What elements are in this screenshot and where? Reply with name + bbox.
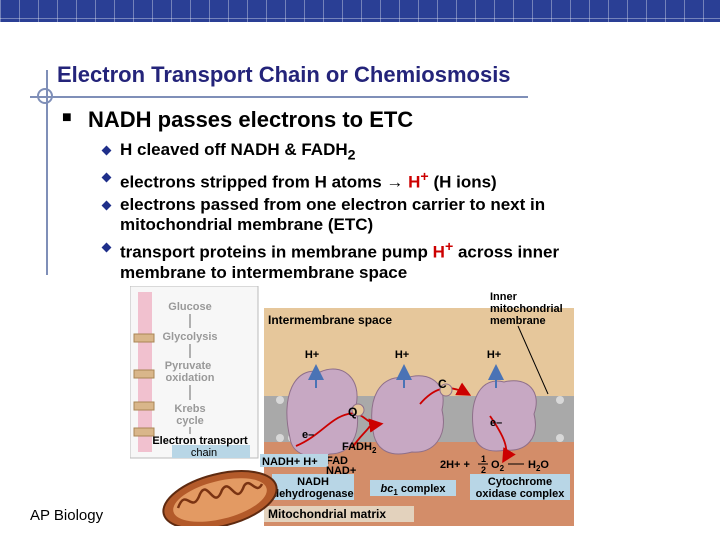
etc-diagram: Glucose Glycolysis Pyruvate oxidation Kr… bbox=[130, 286, 574, 526]
sidebar-glucose: Glucose bbox=[168, 301, 211, 313]
inner-membrane-pointer bbox=[517, 325, 549, 395]
intermembrane-space-label: Intermembrane space bbox=[268, 313, 392, 327]
matrix-label-box bbox=[264, 506, 414, 522]
electron-path-1 bbox=[295, 412, 384, 447]
sidebar-etc-2: chain bbox=[191, 447, 217, 459]
h-ion-label: H bbox=[408, 173, 421, 193]
matrix-label: Mitochondrial matrix bbox=[268, 507, 386, 521]
diamond-bullet-icon bbox=[101, 200, 112, 211]
sidebar-krebs-1: Krebs bbox=[174, 403, 205, 415]
sidebar-pyruvate-2: oxidation bbox=[166, 372, 215, 384]
two-h-label: 2H+ + bbox=[440, 459, 470, 471]
half-numerator: 1 bbox=[481, 454, 486, 464]
cytochrome-oxidase-box bbox=[470, 474, 570, 500]
diamond-bullet-icon bbox=[101, 145, 112, 156]
electron-label-2: e– bbox=[490, 417, 502, 429]
o2-label: O2 bbox=[491, 459, 505, 473]
bc1-complex-label: bc1 complex bbox=[381, 483, 447, 497]
sub-bullet-3: electrons passed from one electron carri… bbox=[100, 195, 640, 235]
inner-membrane-label-3: membrane bbox=[490, 315, 546, 327]
q-label: Q bbox=[348, 405, 357, 419]
sidebar-etc-highlight bbox=[172, 445, 250, 458]
top-bar bbox=[0, 0, 720, 22]
inner-membrane-label-1: Inner bbox=[490, 291, 518, 303]
sidebar-step-marker bbox=[133, 333, 155, 343]
nadh-h-label: NADH+ H+ bbox=[262, 456, 318, 468]
cytochrome-c-icon bbox=[439, 383, 453, 397]
electron-label-1: e– bbox=[302, 429, 314, 441]
cytochrome-label-2: oxidase complex bbox=[476, 488, 566, 500]
sidebar-glycolysis: Glycolysis bbox=[162, 331, 217, 343]
fadh2-label: FADH2 bbox=[342, 441, 377, 455]
half-denominator: 2 bbox=[481, 465, 486, 475]
sidebar-step-marker bbox=[133, 401, 155, 411]
nadh-dehydrogenase-label-2: dehydrogenase bbox=[272, 488, 353, 500]
sub-bullet-4-tail: across inner membrane to intermembrane s… bbox=[120, 242, 560, 282]
c-label: C bbox=[438, 377, 447, 391]
sub-bullet-2: electrons stripped from H atoms → H+ (H … bbox=[100, 167, 640, 193]
sub-bullet-list: H cleaved off NADH & FADH2 electrons str… bbox=[100, 140, 640, 285]
slide-title: Electron Transport Chain or Chemiosmosis bbox=[57, 62, 511, 87]
square-bullet-icon: ■ bbox=[62, 109, 72, 126]
sub-bullet-1: H cleaved off NADH & FADH2 bbox=[100, 140, 640, 165]
ubiquinone-icon bbox=[351, 403, 365, 417]
cytochrome-oxidase-protein bbox=[472, 380, 537, 452]
h2o-label: H2O bbox=[528, 459, 549, 473]
sub-bullet-2-tail: (H ions) bbox=[433, 173, 497, 193]
main-bullet-text: NADH passes electrons to ETC bbox=[88, 107, 414, 132]
bc1-complex-protein bbox=[371, 375, 444, 455]
sidebar-pyruvate-1: Pyruvate bbox=[165, 360, 211, 372]
fad-label: FAD bbox=[326, 455, 348, 467]
respiration-sidebar: Glucose Glycolysis Pyruvate oxidation Kr… bbox=[130, 286, 259, 459]
membrane-diagram: H+ H+ H+ Intermembrane space Inner mitoc… bbox=[260, 291, 574, 526]
nadh-dehydrogenase-label-1: NADH bbox=[297, 476, 329, 488]
arrow-icon: → bbox=[386, 173, 404, 193]
electron-path-3 bbox=[489, 415, 516, 464]
h-plus-label-2: H+ bbox=[395, 349, 409, 361]
footer-label: AP Biology bbox=[30, 507, 104, 524]
sub-bullet-2-text: electrons stripped from H atoms bbox=[120, 173, 382, 193]
cytochrome-label-1: Cytochrome bbox=[488, 476, 552, 488]
h-plus-label-3: H+ bbox=[487, 349, 501, 361]
electron-path-fadh2 bbox=[351, 425, 371, 449]
h-plus-label-1: H+ bbox=[305, 349, 319, 361]
decor-crosshair bbox=[37, 88, 53, 104]
sub-bullet-3-text: electrons passed from one electron carri… bbox=[120, 195, 546, 235]
decor-horizontal-line bbox=[30, 96, 528, 98]
sub-bullet-4: transport proteins in membrane pump H+ a… bbox=[100, 237, 640, 283]
h-ion-plus: + bbox=[444, 239, 454, 256]
sidebar-step-marker bbox=[133, 427, 155, 437]
mitochondrion-icon bbox=[162, 470, 278, 526]
sidebar-krebs-2: cycle bbox=[176, 415, 204, 427]
sidebar-etc-1: Electron transport bbox=[152, 435, 248, 447]
h-ion-plus: + bbox=[420, 169, 429, 186]
inner-membrane-label-2: mitochondrial bbox=[490, 303, 563, 315]
diamond-bullet-icon bbox=[101, 242, 112, 253]
decor-vertical-line bbox=[46, 70, 48, 275]
sub-bullet-4-text: transport proteins in membrane pump bbox=[120, 242, 428, 262]
nadh-dehydrogenase-box bbox=[272, 474, 354, 500]
h-ion-label: H bbox=[432, 242, 445, 262]
nadh-label-box bbox=[260, 454, 328, 467]
bc1-complex-box bbox=[370, 480, 456, 496]
sub-bullet-1-subscript: 2 bbox=[347, 147, 356, 164]
sub-bullet-1-text: H cleaved off NADH & FADH bbox=[120, 140, 348, 159]
sidebar-step-marker bbox=[133, 369, 155, 379]
diamond-bullet-icon bbox=[101, 172, 112, 183]
